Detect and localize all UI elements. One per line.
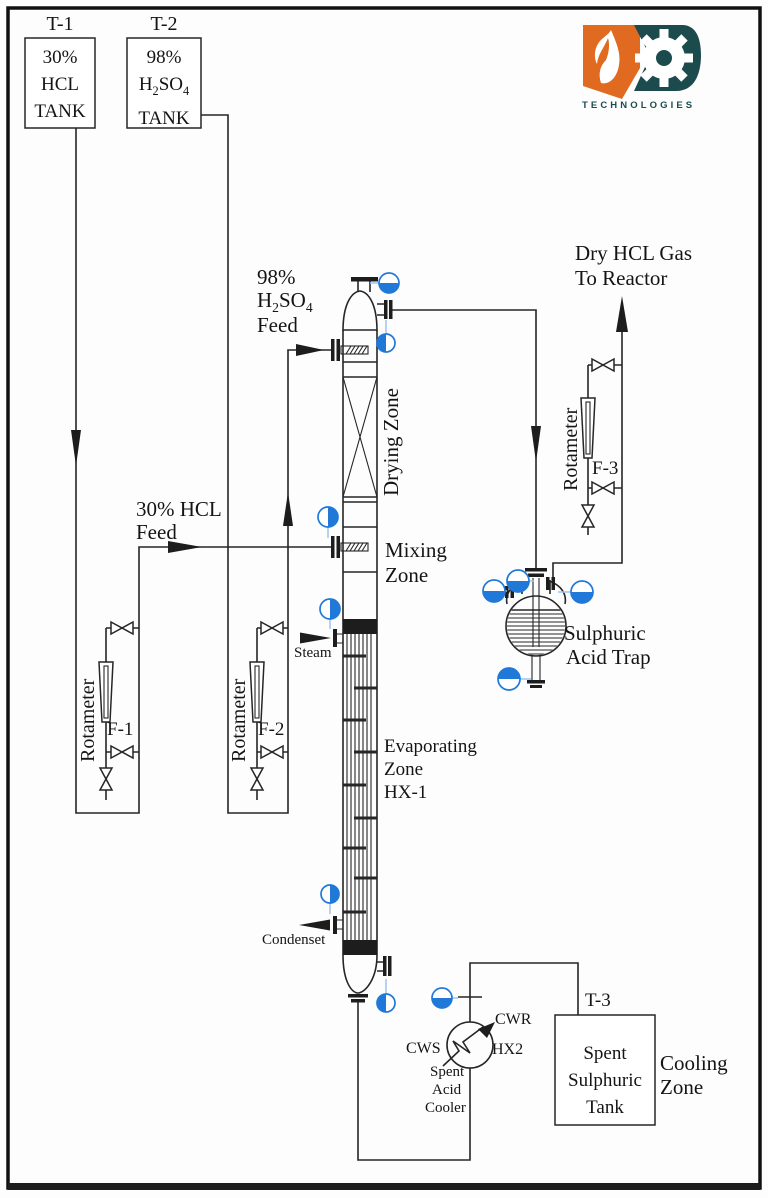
hx2-tag: HX2: [492, 1041, 524, 1058]
instrument-indicator: [317, 506, 339, 528]
steam-label: Steam: [294, 645, 332, 661]
h2so4-feed-label-1: 98%: [257, 265, 296, 289]
drying-column: [331, 277, 393, 1003]
h2so4-feed-formula: H2SO4: [257, 288, 313, 316]
valve-f2-bottom: [260, 744, 284, 760]
instrument-indicator: [376, 993, 396, 1013]
valve-f3-drain: [580, 504, 596, 528]
instrument-indicator: [376, 333, 396, 353]
instrument-indicator: [320, 884, 340, 904]
instrument-indicator: [378, 272, 400, 294]
gas-outlet-label-2: To Reactor: [575, 266, 668, 290]
h2so4-feed-label-2: Feed: [257, 313, 298, 337]
tank-t1-box: [24, 37, 96, 129]
valve-f2-top: [260, 620, 284, 636]
acid-trap-label-2: Acid Trap: [566, 645, 651, 669]
h2so4-formula: H2SO4: [138, 74, 190, 98]
cwr-label: CWR: [495, 1011, 532, 1028]
h2so4-sparger: [331, 339, 369, 361]
evaporating-zone-label-3: HX-1: [384, 782, 428, 803]
tank-t3-tag: T-3: [585, 990, 611, 1011]
instrument-indicator: [431, 987, 453, 1009]
valves: [98, 357, 615, 791]
rotameter-f2-tube: [249, 661, 265, 723]
cooling-zone-label-2: Zone: [660, 1075, 704, 1099]
instrument-indicator: [506, 569, 530, 593]
cws-label: CWS: [406, 1040, 441, 1057]
condensate-label: Condenset: [262, 932, 326, 948]
tank-t2-label: 98% H2SO4 TANK: [127, 44, 201, 132]
page-frame: [6, 6, 762, 1190]
evaporating-zone-label-1: Evaporating: [384, 736, 477, 757]
gear-icon: [635, 29, 693, 87]
hcl-sparger: [331, 536, 369, 558]
hcl-feed-label-1: 30% HCL: [136, 497, 222, 521]
gas-outlet-label-1: Dry HCL Gas: [575, 241, 693, 265]
cooler-name-1: Spent: [430, 1064, 465, 1080]
mixing-zone-label-1: Mixing: [385, 538, 447, 562]
valve-f1-drain: [98, 767, 114, 791]
tank-t1-tag: T-1: [46, 13, 74, 35]
rotameter-f3-tube: [580, 397, 596, 459]
rotameter-f2-label: Rotameter: [228, 678, 250, 762]
drying-zone-label: Drying Zone: [379, 388, 403, 496]
tank-t1-label: 30% HCL TANK: [34, 47, 86, 122]
hcl-feed-label-2: Feed: [136, 520, 177, 544]
instrument-indicators: [317, 272, 594, 1013]
valve-f3-bottom: [591, 480, 615, 496]
rotameter-f1-tag: F-1: [107, 719, 134, 740]
evaporating-zone-label-2: Zone: [384, 759, 424, 780]
cooling-zone-label-1: Cooling: [660, 1051, 728, 1075]
spent-acid-cooler-hx2: [442, 1021, 495, 1069]
flow-arrows: [71, 296, 628, 931]
cooler-name-3: Cooler: [425, 1100, 466, 1116]
instrument-indicator: [482, 579, 506, 603]
valve-f3-top: [591, 357, 615, 373]
valve-f2-drain: [249, 767, 265, 791]
logo-wordmark: TECHNOLOGIES: [582, 100, 696, 111]
tank-t3-box: [554, 1014, 656, 1126]
tank-t3-label: Spent Sulphuric Tank: [568, 1043, 642, 1118]
evaporator-hx1: [333, 619, 377, 955]
instrument-indicator: [497, 667, 521, 691]
tank-t2-tag: T-2: [150, 13, 178, 35]
tank-t2-box: [126, 37, 202, 129]
instrument-indicator: [319, 598, 341, 620]
rotameter-f3-label: Rotameter: [560, 407, 582, 491]
rotameter-f1-tube: [98, 661, 114, 723]
valve-f1-top: [110, 620, 134, 636]
rotameter-f3-tag: F-3: [592, 458, 619, 479]
rotameter-f1-label: Rotameter: [77, 678, 99, 762]
valve-f1-bottom: [110, 744, 134, 760]
instrument-indicator: [570, 580, 594, 604]
cooler-name-2: Acid: [432, 1082, 462, 1098]
company-logo: [583, 25, 701, 99]
rotameter-tubes: [98, 397, 596, 723]
mixing-zone-label-2: Zone: [385, 563, 429, 587]
rotameter-f2-tag: F-2: [258, 719, 285, 740]
acid-trap-label-1: Sulphuric: [564, 621, 646, 645]
